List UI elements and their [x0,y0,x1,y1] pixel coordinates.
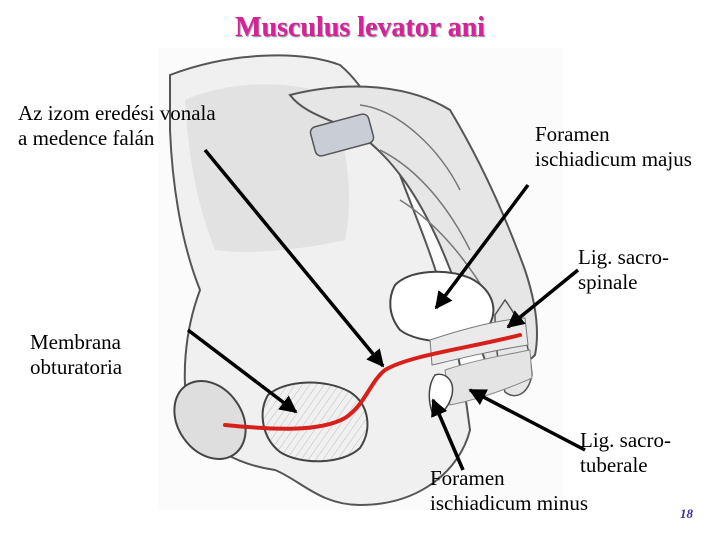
label-foramen-minus-1: Foramen [430,466,588,491]
label-foramen-minus-2: ischiadicum minus [430,491,588,516]
label-membrana-obturatoria-1: Membrana [30,330,122,355]
label-membrana-obturatoria: Membrana obturatoria [30,330,122,380]
page-number: 18 [680,506,693,522]
label-foramen-minus: Foramen ischiadicum minus [430,466,588,516]
label-lig-sacrospinale-2: spinale [578,270,669,295]
obturator-membrane [263,383,368,462]
label-foramen-majus-1: Foramen [535,122,692,147]
label-foramen-majus-2: ischiadicum majus [535,147,692,172]
label-origin-line-1: Az izom eredési vonala [18,101,216,126]
label-membrana-obturatoria-2: obturatoria [30,355,122,380]
label-origin-line-2: a medence falán [18,126,216,151]
label-origin-line: Az izom eredési vonala a medence falán [18,101,216,151]
label-lig-sacrospinale-1: Lig. sacro- [578,245,669,270]
label-lig-sacrospinale: Lig. sacro- spinale [578,245,669,295]
label-lig-sacrotuberale-2: tuberale [580,453,671,478]
label-lig-sacrotuberale-1: Lig. sacro- [580,428,671,453]
label-foramen-majus: Foramen ischiadicum majus [535,122,692,172]
label-lig-sacrotuberale: Lig. sacro- tuberale [580,428,671,478]
